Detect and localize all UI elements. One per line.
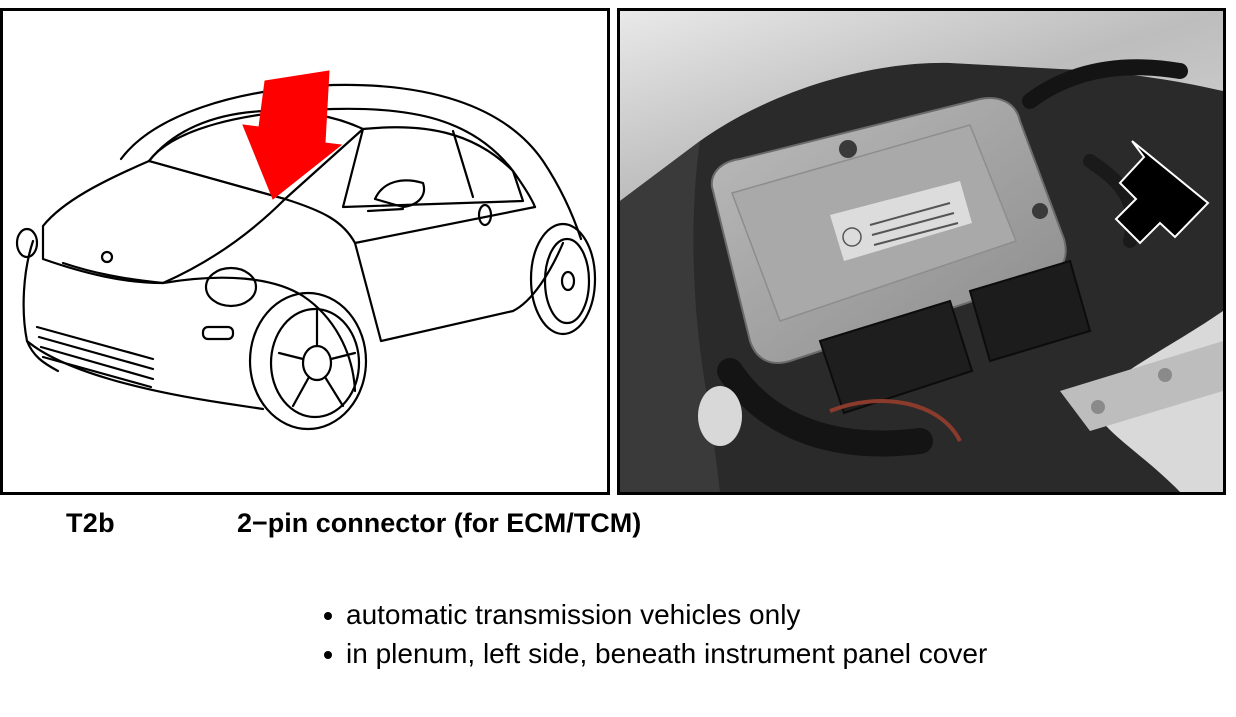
connector-title: 2−pin connector (for ECM/TCM) — [237, 508, 642, 538]
ecm-photo-panel — [617, 8, 1226, 495]
car-line-drawing — [15, 83, 597, 431]
red-arrow-icon — [242, 70, 343, 200]
note-item: in plenum, left side, beneath instrument… — [320, 634, 1060, 673]
car-illustration-panel — [0, 8, 610, 495]
note-item: automatic transmission vehicles only — [320, 595, 1060, 634]
ecm-module-photo — [620, 11, 1223, 492]
connector-code: T2b — [66, 508, 115, 538]
black-arrow-icon — [1114, 140, 1210, 245]
location-notes: automatic transmission vehicles only in … — [320, 595, 1060, 673]
